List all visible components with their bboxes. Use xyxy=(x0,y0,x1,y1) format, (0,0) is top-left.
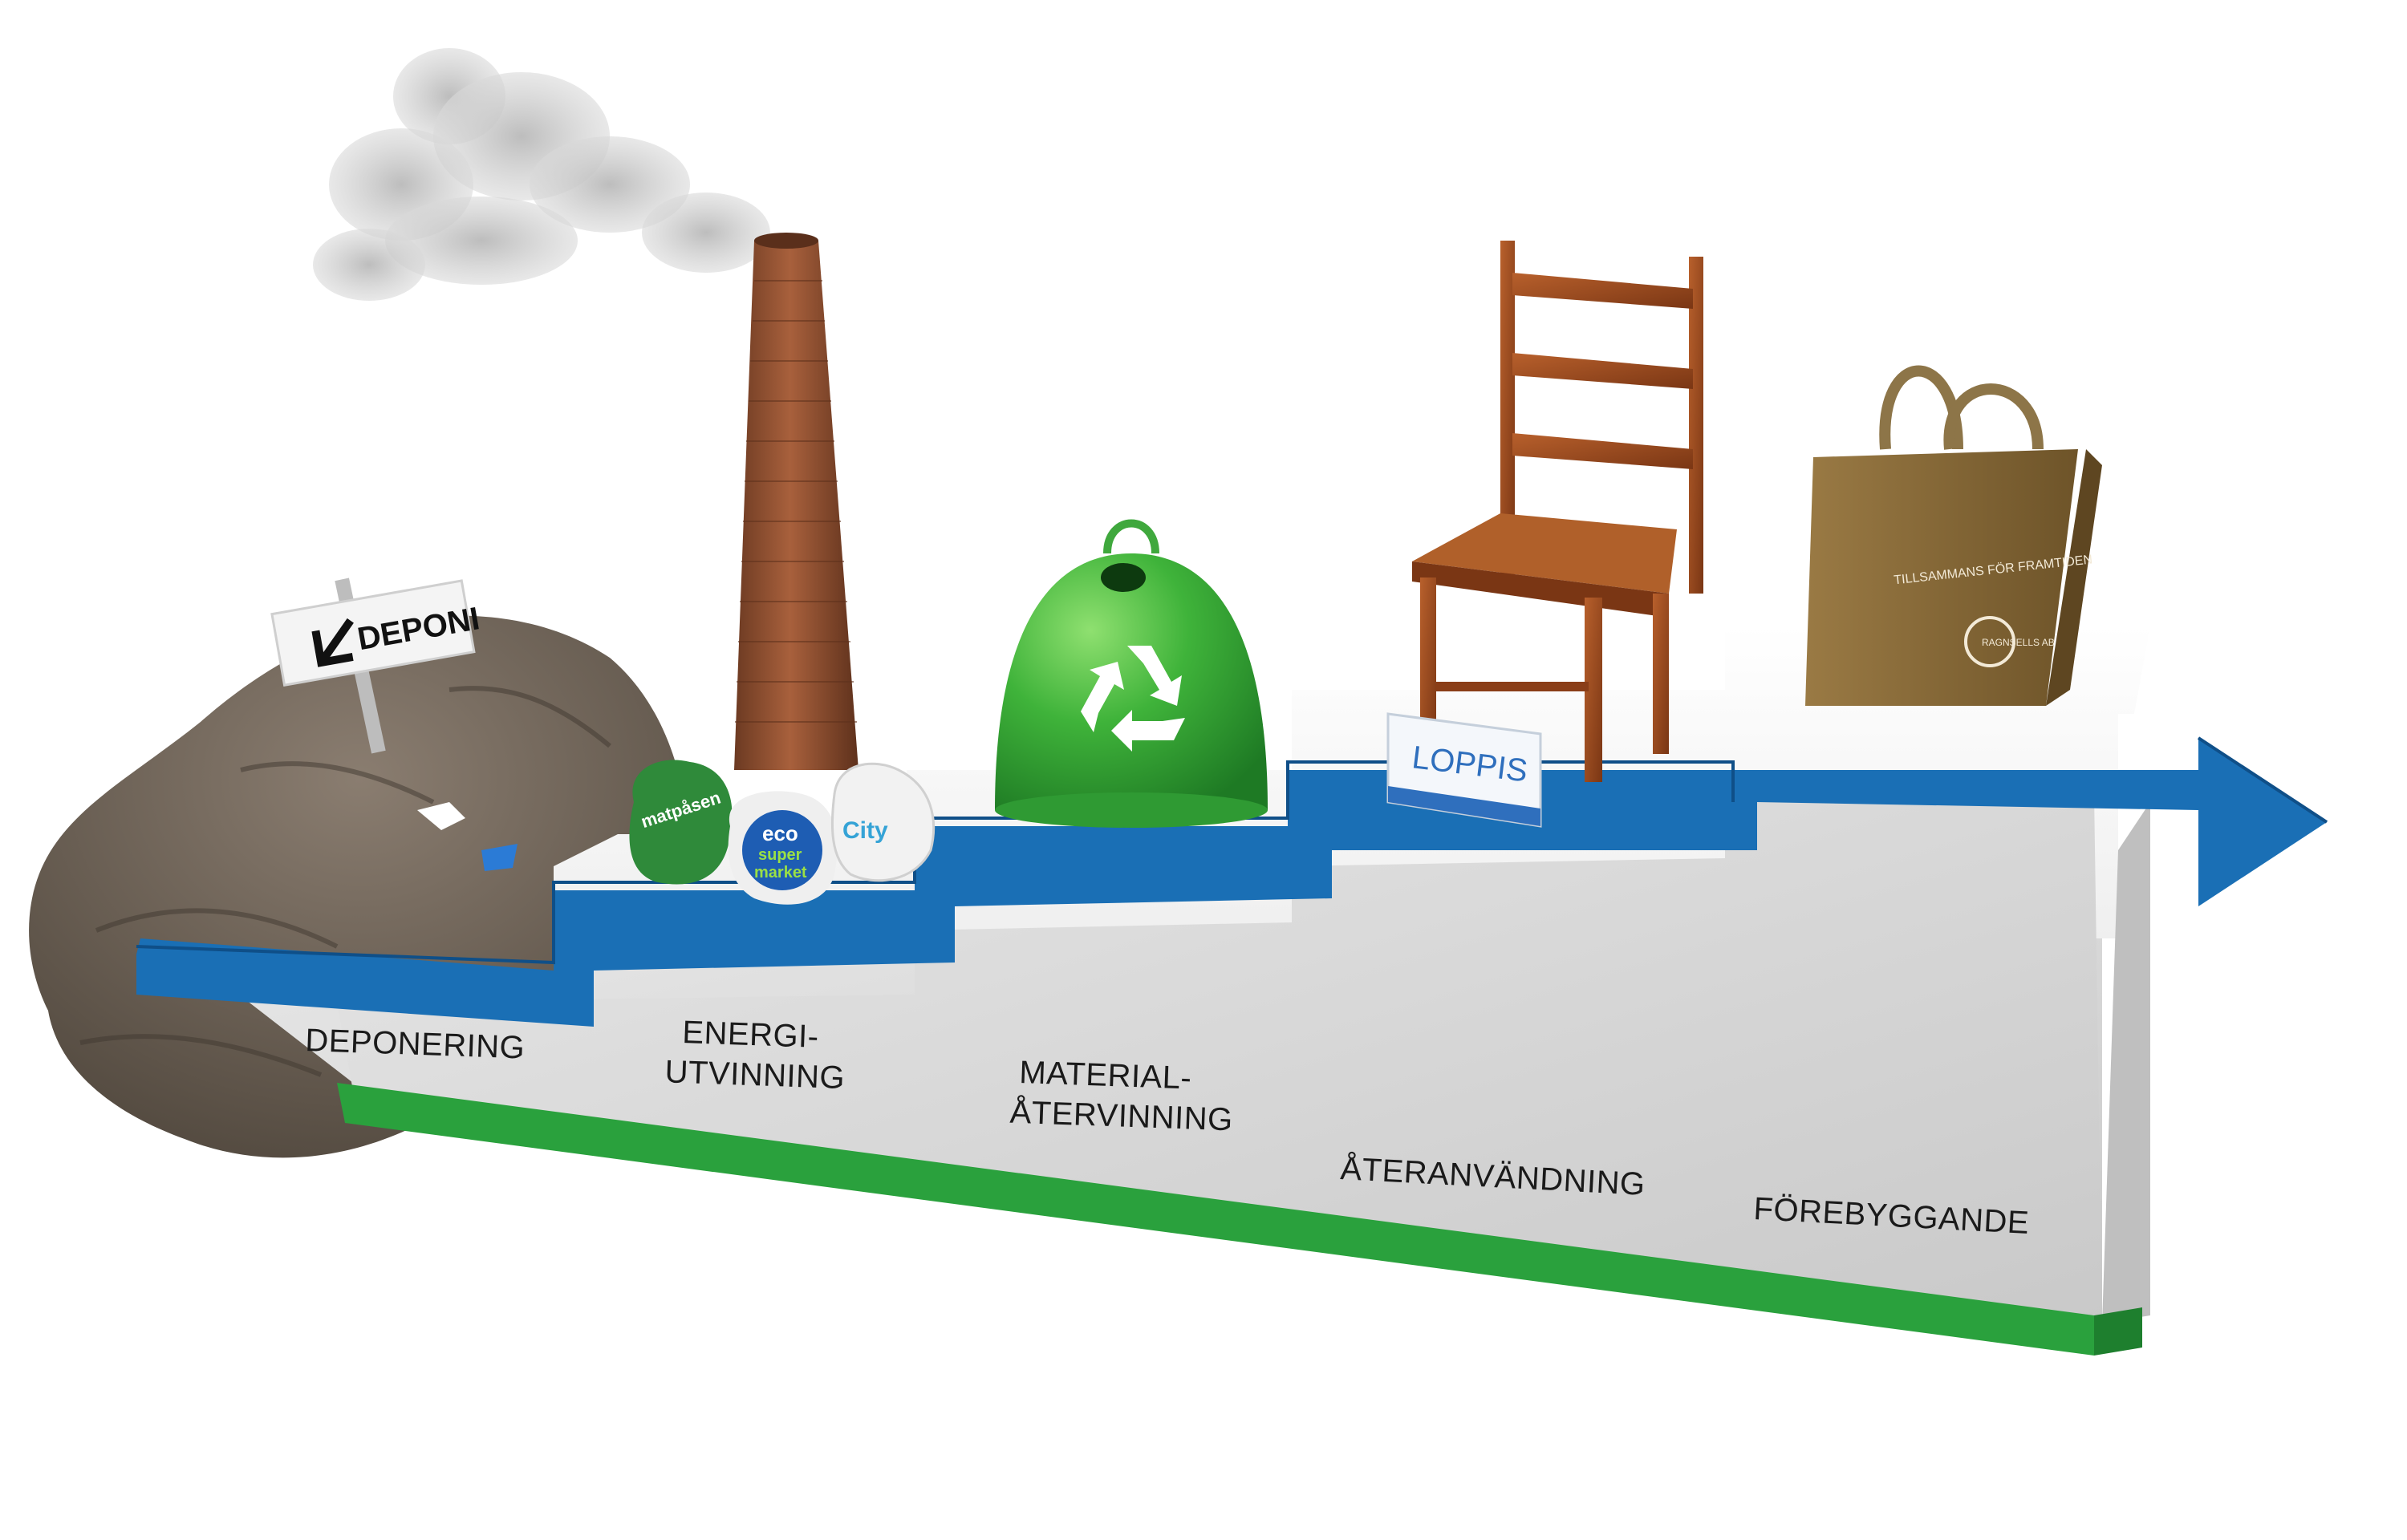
bag-eco: eco super market xyxy=(728,791,838,905)
loppis-sign: LOPPIS xyxy=(1386,712,1542,828)
bag-eco-label-1: eco xyxy=(762,821,798,845)
bag-city-label: City xyxy=(842,817,888,844)
smoke-cloud xyxy=(313,48,770,301)
brand-logo-icon xyxy=(1964,616,2015,667)
step-label-materialatervinning: MATERIAL- ÅTERVINNING xyxy=(1009,1055,1235,1138)
tote-bag: TILLSAMMANS FÖR FRAMTIDEN RAGNSELLS AB xyxy=(1805,365,2102,706)
green-base-strip xyxy=(337,1083,2094,1356)
bag-eco-label-2: super xyxy=(758,846,802,864)
wooden-chair xyxy=(1412,241,1703,782)
recycling-bin xyxy=(995,519,1268,828)
step-label-deponering: DEPONERING xyxy=(305,1023,526,1066)
brick-chimney xyxy=(734,233,858,770)
arrow-head-icon xyxy=(2198,738,2327,906)
bag-matpasen: matpåsen xyxy=(629,760,733,885)
deponi-sign: DEPONI xyxy=(270,578,482,754)
step-label-energiutvinning: ENERGI- UTVINNING xyxy=(664,1014,847,1096)
tote-brand: RAGNSELLS AB xyxy=(1982,637,2055,648)
bag-eco-label-3: market xyxy=(754,864,807,881)
bag-city: City xyxy=(830,762,936,882)
recycle-icon xyxy=(1081,646,1185,752)
